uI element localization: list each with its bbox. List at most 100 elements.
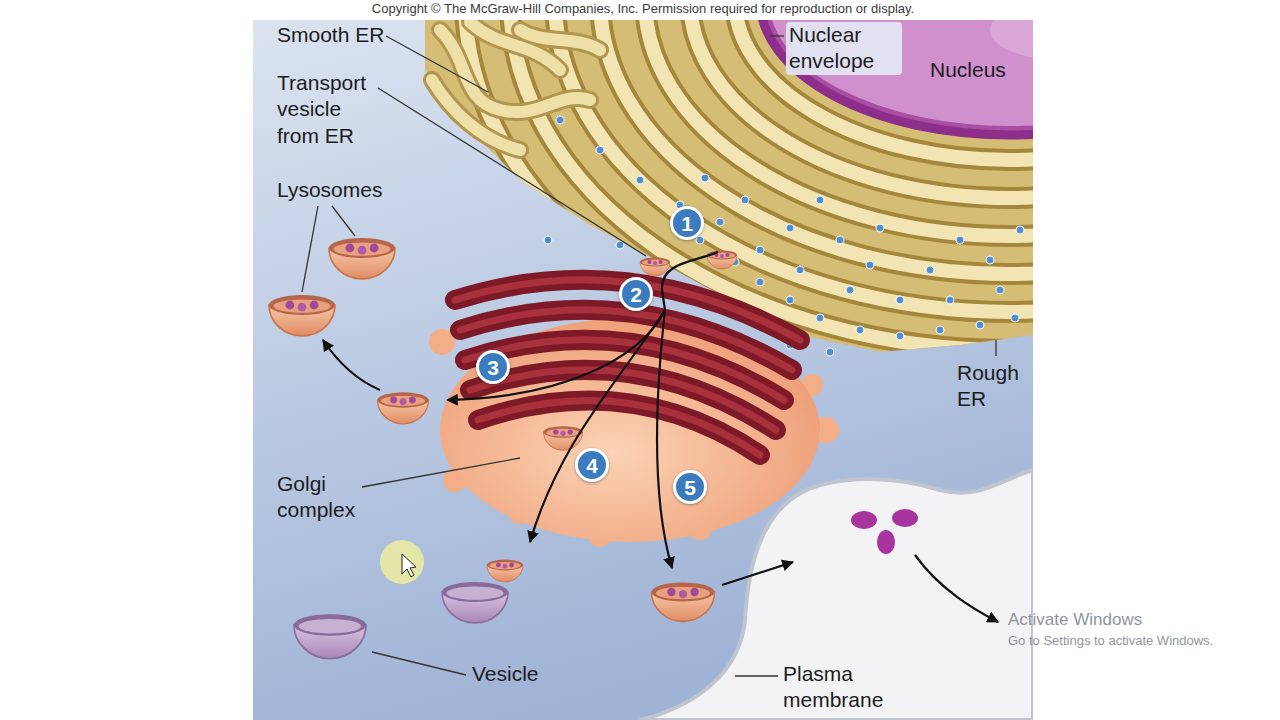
pathway-arrows-part bbox=[657, 310, 672, 568]
ribosomes-part bbox=[756, 278, 764, 286]
ribosomes-part bbox=[976, 321, 984, 329]
ribosomes-part bbox=[816, 314, 824, 322]
rough-er-part-part bbox=[600, 20, 1033, 274]
golgi-complex-part-part bbox=[478, 401, 760, 455]
rough-er-part-part bbox=[645, 20, 1033, 236]
watermark: Go to Settings to activate Windows. bbox=[1008, 633, 1213, 649]
pathway-arrows-part bbox=[530, 310, 665, 542]
ribosomes-part bbox=[926, 266, 934, 274]
copyright-note: Copyright © The McGraw-Hill Companies, I… bbox=[330, 1, 956, 17]
part-label: Golgi complex bbox=[277, 471, 372, 524]
ribosomes-part bbox=[786, 296, 794, 304]
ribosomes-part bbox=[786, 224, 794, 232]
callout-number-text: 2 bbox=[630, 284, 642, 305]
vesicles-part bbox=[652, 583, 715, 622]
leader-lines-part bbox=[372, 652, 466, 675]
part-label: Transport vesicle from ER bbox=[277, 70, 389, 149]
ribosomes-part bbox=[544, 236, 552, 244]
ribosomes-part bbox=[896, 332, 904, 340]
ribosomes-part bbox=[846, 286, 854, 294]
ribosomes-part bbox=[556, 116, 564, 124]
pathway-arrows-part bbox=[323, 340, 380, 390]
rough-er-part-part bbox=[690, 20, 1033, 198]
leader-lines-part bbox=[378, 88, 646, 256]
smooth-er bbox=[432, 22, 600, 150]
leader-lines-part bbox=[386, 36, 488, 92]
ribosomes-part bbox=[796, 266, 804, 274]
callout-number-text: 3 bbox=[487, 357, 499, 378]
part-label: Smooth ER bbox=[277, 22, 384, 48]
callout-number: 5 bbox=[673, 470, 707, 504]
rough-er-part-part bbox=[555, 20, 1033, 312]
rough-er-part-part bbox=[645, 20, 1033, 236]
ribosomes-part bbox=[741, 196, 749, 204]
smooth-er-part-part bbox=[432, 80, 520, 150]
ribosomes-part bbox=[701, 174, 709, 182]
ribosomes-part bbox=[876, 224, 884, 232]
callout-number: 3 bbox=[476, 350, 510, 384]
pathway-arrows bbox=[323, 252, 998, 622]
nucleus bbox=[760, 20, 1033, 135]
ribosomes-part bbox=[596, 146, 604, 154]
leader-lines-part bbox=[995, 340, 996, 356]
nucleus-part bbox=[760, 20, 1033, 135]
vesicles-part bbox=[487, 560, 523, 582]
callout-number-text: 5 bbox=[684, 477, 696, 498]
callout-number-text: 1 bbox=[681, 213, 693, 234]
part-label: Vesicle bbox=[472, 661, 539, 687]
cell-picture bbox=[253, 20, 1033, 720]
smooth-er-part bbox=[432, 22, 600, 150]
ribosomes-part bbox=[696, 236, 704, 244]
plasma-membrane bbox=[640, 470, 1033, 720]
leader-lines-part bbox=[332, 206, 355, 236]
vesicles-part bbox=[269, 295, 335, 336]
leader-lines-part bbox=[735, 675, 778, 676]
callout-number-text: 4 bbox=[586, 455, 598, 476]
leader-lines-part bbox=[770, 35, 784, 36]
smooth-er-part bbox=[432, 22, 600, 150]
ribosomes-part bbox=[996, 286, 1004, 294]
rough-er-part-part bbox=[600, 20, 1033, 274]
rough-er bbox=[420, 20, 1033, 388]
golgi-complex bbox=[429, 280, 839, 547]
pathway-arrows-part bbox=[915, 555, 998, 622]
ribosomes-part bbox=[756, 246, 764, 254]
cursor bbox=[402, 554, 416, 577]
nucleus-part bbox=[990, 20, 1033, 60]
callout-number: 1 bbox=[670, 206, 704, 240]
leader-lines bbox=[302, 36, 996, 676]
ribosomes-part bbox=[1011, 314, 1019, 322]
part-label: Nuclear envelope bbox=[786, 22, 902, 75]
ribosomes-part bbox=[896, 296, 904, 304]
vesicles bbox=[269, 238, 737, 658]
nucleus-part bbox=[760, 20, 1033, 135]
rough-er-part-part bbox=[555, 20, 1033, 312]
vesicles-part bbox=[442, 582, 508, 623]
ribosomes-part bbox=[836, 236, 844, 244]
golgi-complex-part-part bbox=[478, 401, 760, 455]
vesicles-part bbox=[294, 614, 366, 658]
ribosomes-part bbox=[636, 176, 644, 184]
plasma-membrane-part bbox=[877, 530, 895, 554]
ribosomes-part bbox=[866, 261, 874, 269]
part-label: Lysosomes bbox=[277, 177, 382, 203]
part-label: Rough ER bbox=[957, 360, 1029, 413]
ribosomes-part bbox=[936, 326, 944, 334]
watermark: Activate Windows bbox=[1008, 609, 1142, 630]
leader-lines-part bbox=[302, 206, 318, 292]
vesicles-part bbox=[329, 238, 395, 279]
vesicles-part bbox=[378, 392, 429, 423]
ribosomes-part bbox=[856, 326, 864, 334]
plasma-membrane-part bbox=[640, 470, 1033, 720]
vesicles-part bbox=[707, 251, 737, 270]
pathway-arrows-part bbox=[662, 252, 718, 310]
ribosomes-part bbox=[816, 196, 824, 204]
part-label: Nucleus bbox=[930, 57, 1006, 83]
vesicles-part bbox=[640, 258, 670, 277]
pathway-arrows-part bbox=[722, 562, 793, 585]
ribosomes-part bbox=[826, 348, 834, 356]
callout-number: 4 bbox=[575, 448, 609, 482]
ribosomes-part bbox=[956, 236, 964, 244]
part-label: Plasma membrane bbox=[783, 661, 895, 714]
